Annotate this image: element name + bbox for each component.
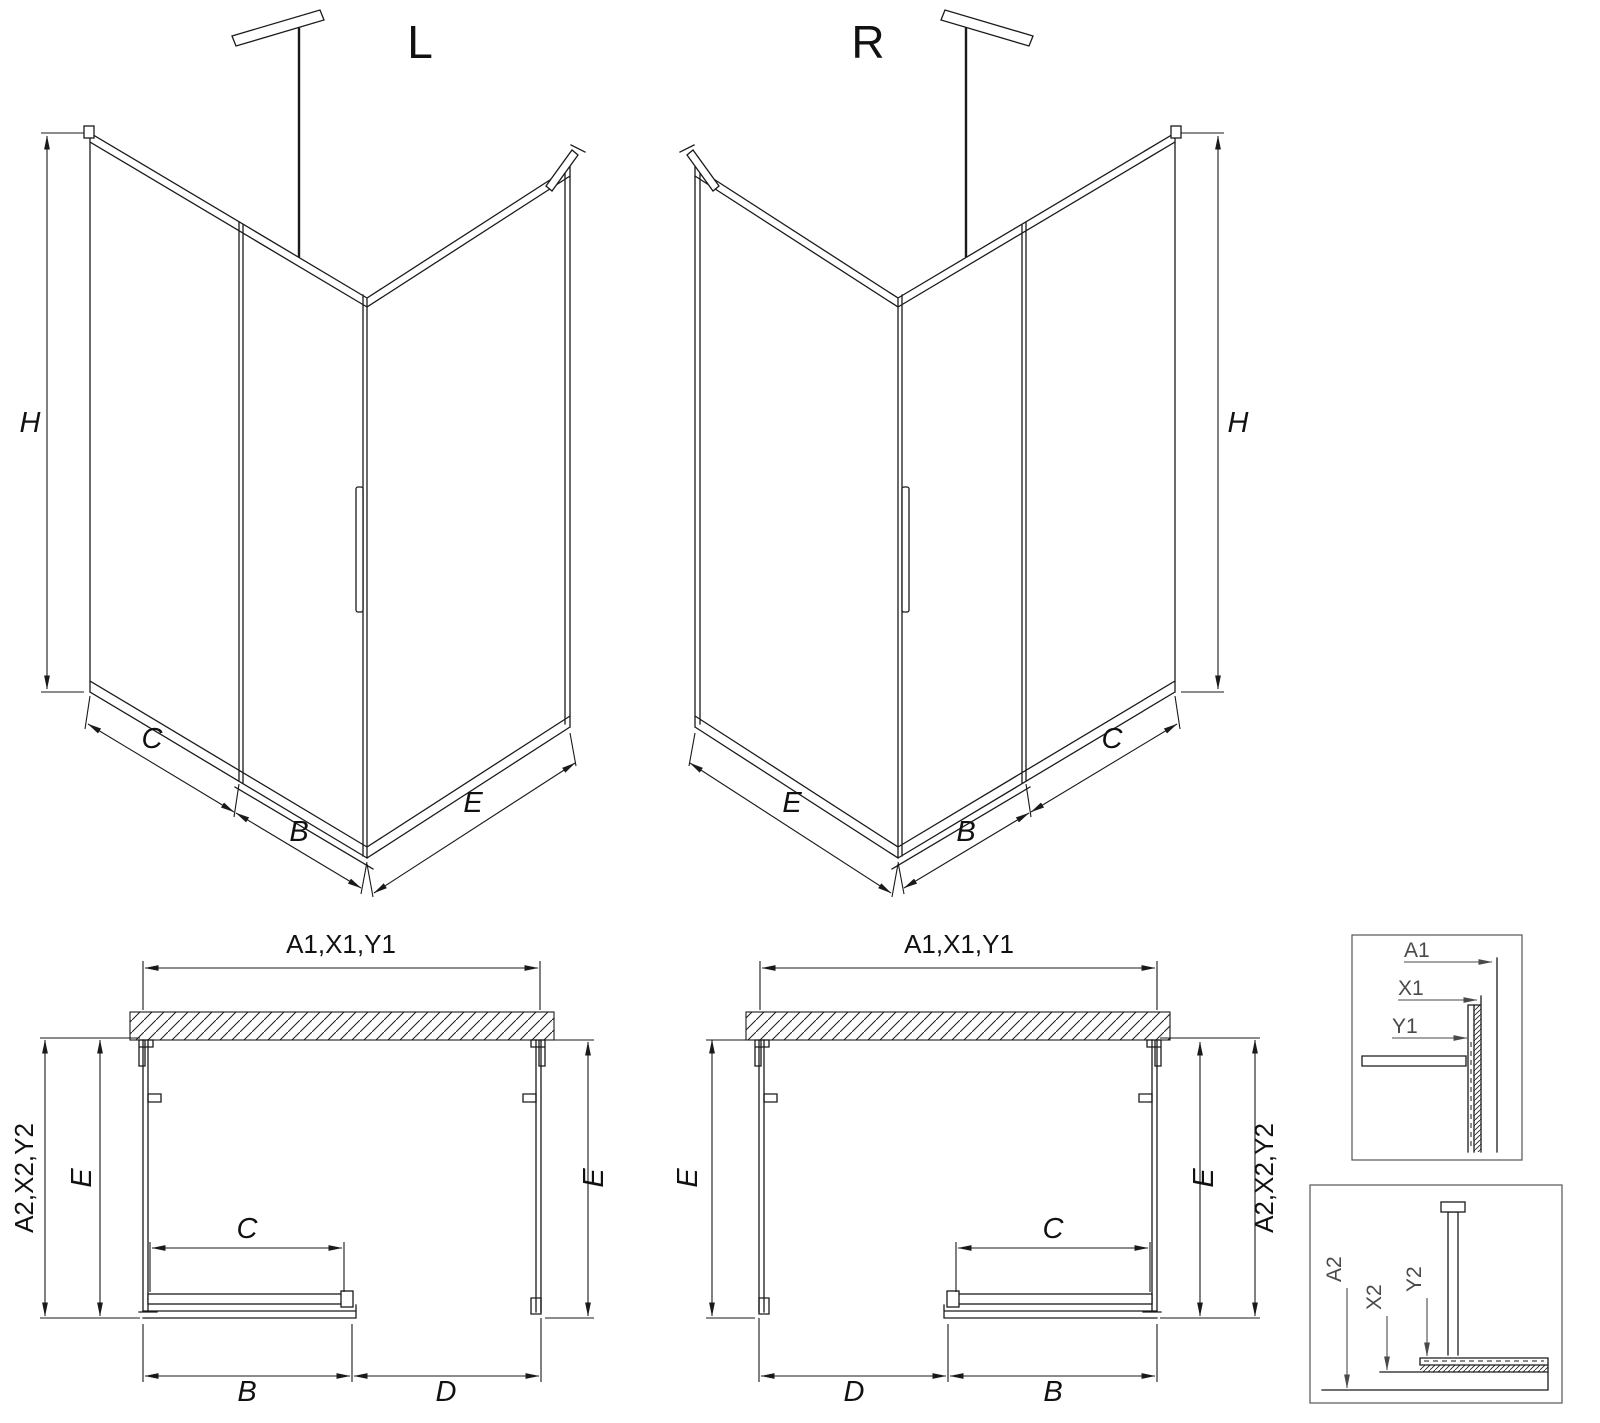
door-track — [943, 1298, 1158, 1319]
dim-label-b: B — [289, 816, 308, 848]
glass-walls — [138, 1039, 542, 1313]
dim-label-a1: A1,X1,Y1 — [286, 929, 396, 959]
extension-lines — [688, 132, 1224, 898]
dim-line-b — [235, 812, 362, 889]
dim-label-d: D — [844, 1376, 865, 1408]
view-title-left: L — [407, 16, 433, 68]
dim-label-c: C — [1102, 723, 1124, 755]
dim-label-c: C — [237, 1213, 259, 1245]
wall-hatched — [745, 1011, 1171, 1041]
sliding-door — [147, 1293, 349, 1305]
seal-hatch — [1420, 1365, 1548, 1372]
seal-hatch — [1474, 1005, 1481, 1152]
dim-label-e-left: E — [66, 1168, 98, 1188]
wall-bracket-foot — [570, 144, 586, 153]
detail-frame — [1309, 1184, 1563, 1404]
detail-label-y2: Y2 — [1403, 1266, 1426, 1292]
wall-hatched — [129, 1011, 555, 1041]
dim-label-h: H — [20, 407, 41, 439]
wall-bracket-foot — [679, 144, 695, 153]
dim-label-c: C — [142, 723, 164, 755]
dim-label-b: B — [1043, 1376, 1062, 1408]
dim-line-c — [87, 723, 235, 813]
dim-line-b — [903, 812, 1030, 889]
dim-label-b: B — [956, 816, 975, 848]
door-handle — [355, 486, 364, 613]
extension-lines — [41, 132, 577, 898]
rod-bracket — [1440, 1201, 1466, 1213]
sliding-door — [951, 1293, 1153, 1305]
dim-label-a2: A2,X2,Y2 — [1249, 1123, 1279, 1233]
dim-line-e — [373, 762, 576, 894]
dim-label-e: E — [463, 787, 483, 819]
view-title-right: R — [851, 16, 884, 68]
detail-frame — [1351, 934, 1523, 1161]
door-track — [142, 1298, 357, 1319]
door-handle — [901, 486, 910, 613]
glass-panels — [694, 132, 1176, 870]
wall-bracket-icon — [686, 149, 720, 192]
dim-line-e — [689, 762, 892, 894]
dim-label-c: C — [1043, 1213, 1065, 1245]
plan-view-left: A1,X1,Y1 A2,X2,Y2 E E C B D — [9, 929, 610, 1408]
dim-label-e: E — [782, 787, 802, 819]
door-end-cap — [946, 1290, 960, 1308]
dim-label-e-left: E — [672, 1168, 704, 1188]
glass-panels — [89, 132, 571, 870]
plan-view-right: A1,X1,Y1 A2,X2,Y2 E E C D B — [672, 929, 1279, 1408]
dim-line-c — [1030, 723, 1178, 813]
mount-profiles — [754, 1039, 1162, 1315]
mount-profiles — [138, 1039, 546, 1315]
dim-label-h: H — [1228, 407, 1249, 439]
detail-label-a2: A2 — [1323, 1256, 1346, 1282]
wall-profile-cap — [1170, 125, 1182, 139]
dim-label-d: D — [436, 1376, 457, 1408]
detail-label-x1: X1 — [1398, 977, 1424, 1000]
wall-profile-cap — [83, 125, 95, 139]
detail-view-top: A1 X1 Y1 — [1351, 934, 1523, 1161]
extension-lines — [706, 961, 1260, 1382]
extension-lines — [40, 961, 594, 1382]
dim-label-a2: A2,X2,Y2 — [9, 1123, 39, 1233]
dim-label-e-right: E — [1188, 1168, 1220, 1188]
door-end-cap — [340, 1290, 354, 1308]
detail-label-x2: X2 — [1363, 1284, 1386, 1310]
iso-view-right: R H C B E — [679, 9, 1249, 898]
wall-bracket-icon — [545, 149, 579, 192]
glass-walls — [758, 1039, 1162, 1313]
detail-label-y1: Y1 — [1392, 1015, 1418, 1038]
detail-label-a1: A1 — [1404, 939, 1430, 962]
ceiling-bracket-icon — [940, 9, 1034, 47]
ceiling-bracket-icon — [231, 9, 325, 47]
profile-section — [1361, 957, 1498, 1153]
profile-section — [1321, 1211, 1549, 1391]
detail-view-bottom: A2 X2 Y2 — [1309, 1184, 1563, 1404]
dim-label-b: B — [237, 1376, 256, 1408]
dim-label-a1: A1,X1,Y1 — [904, 929, 1014, 959]
iso-view-left: L H C B E — [20, 9, 586, 898]
dim-label-e-right: E — [578, 1168, 610, 1188]
